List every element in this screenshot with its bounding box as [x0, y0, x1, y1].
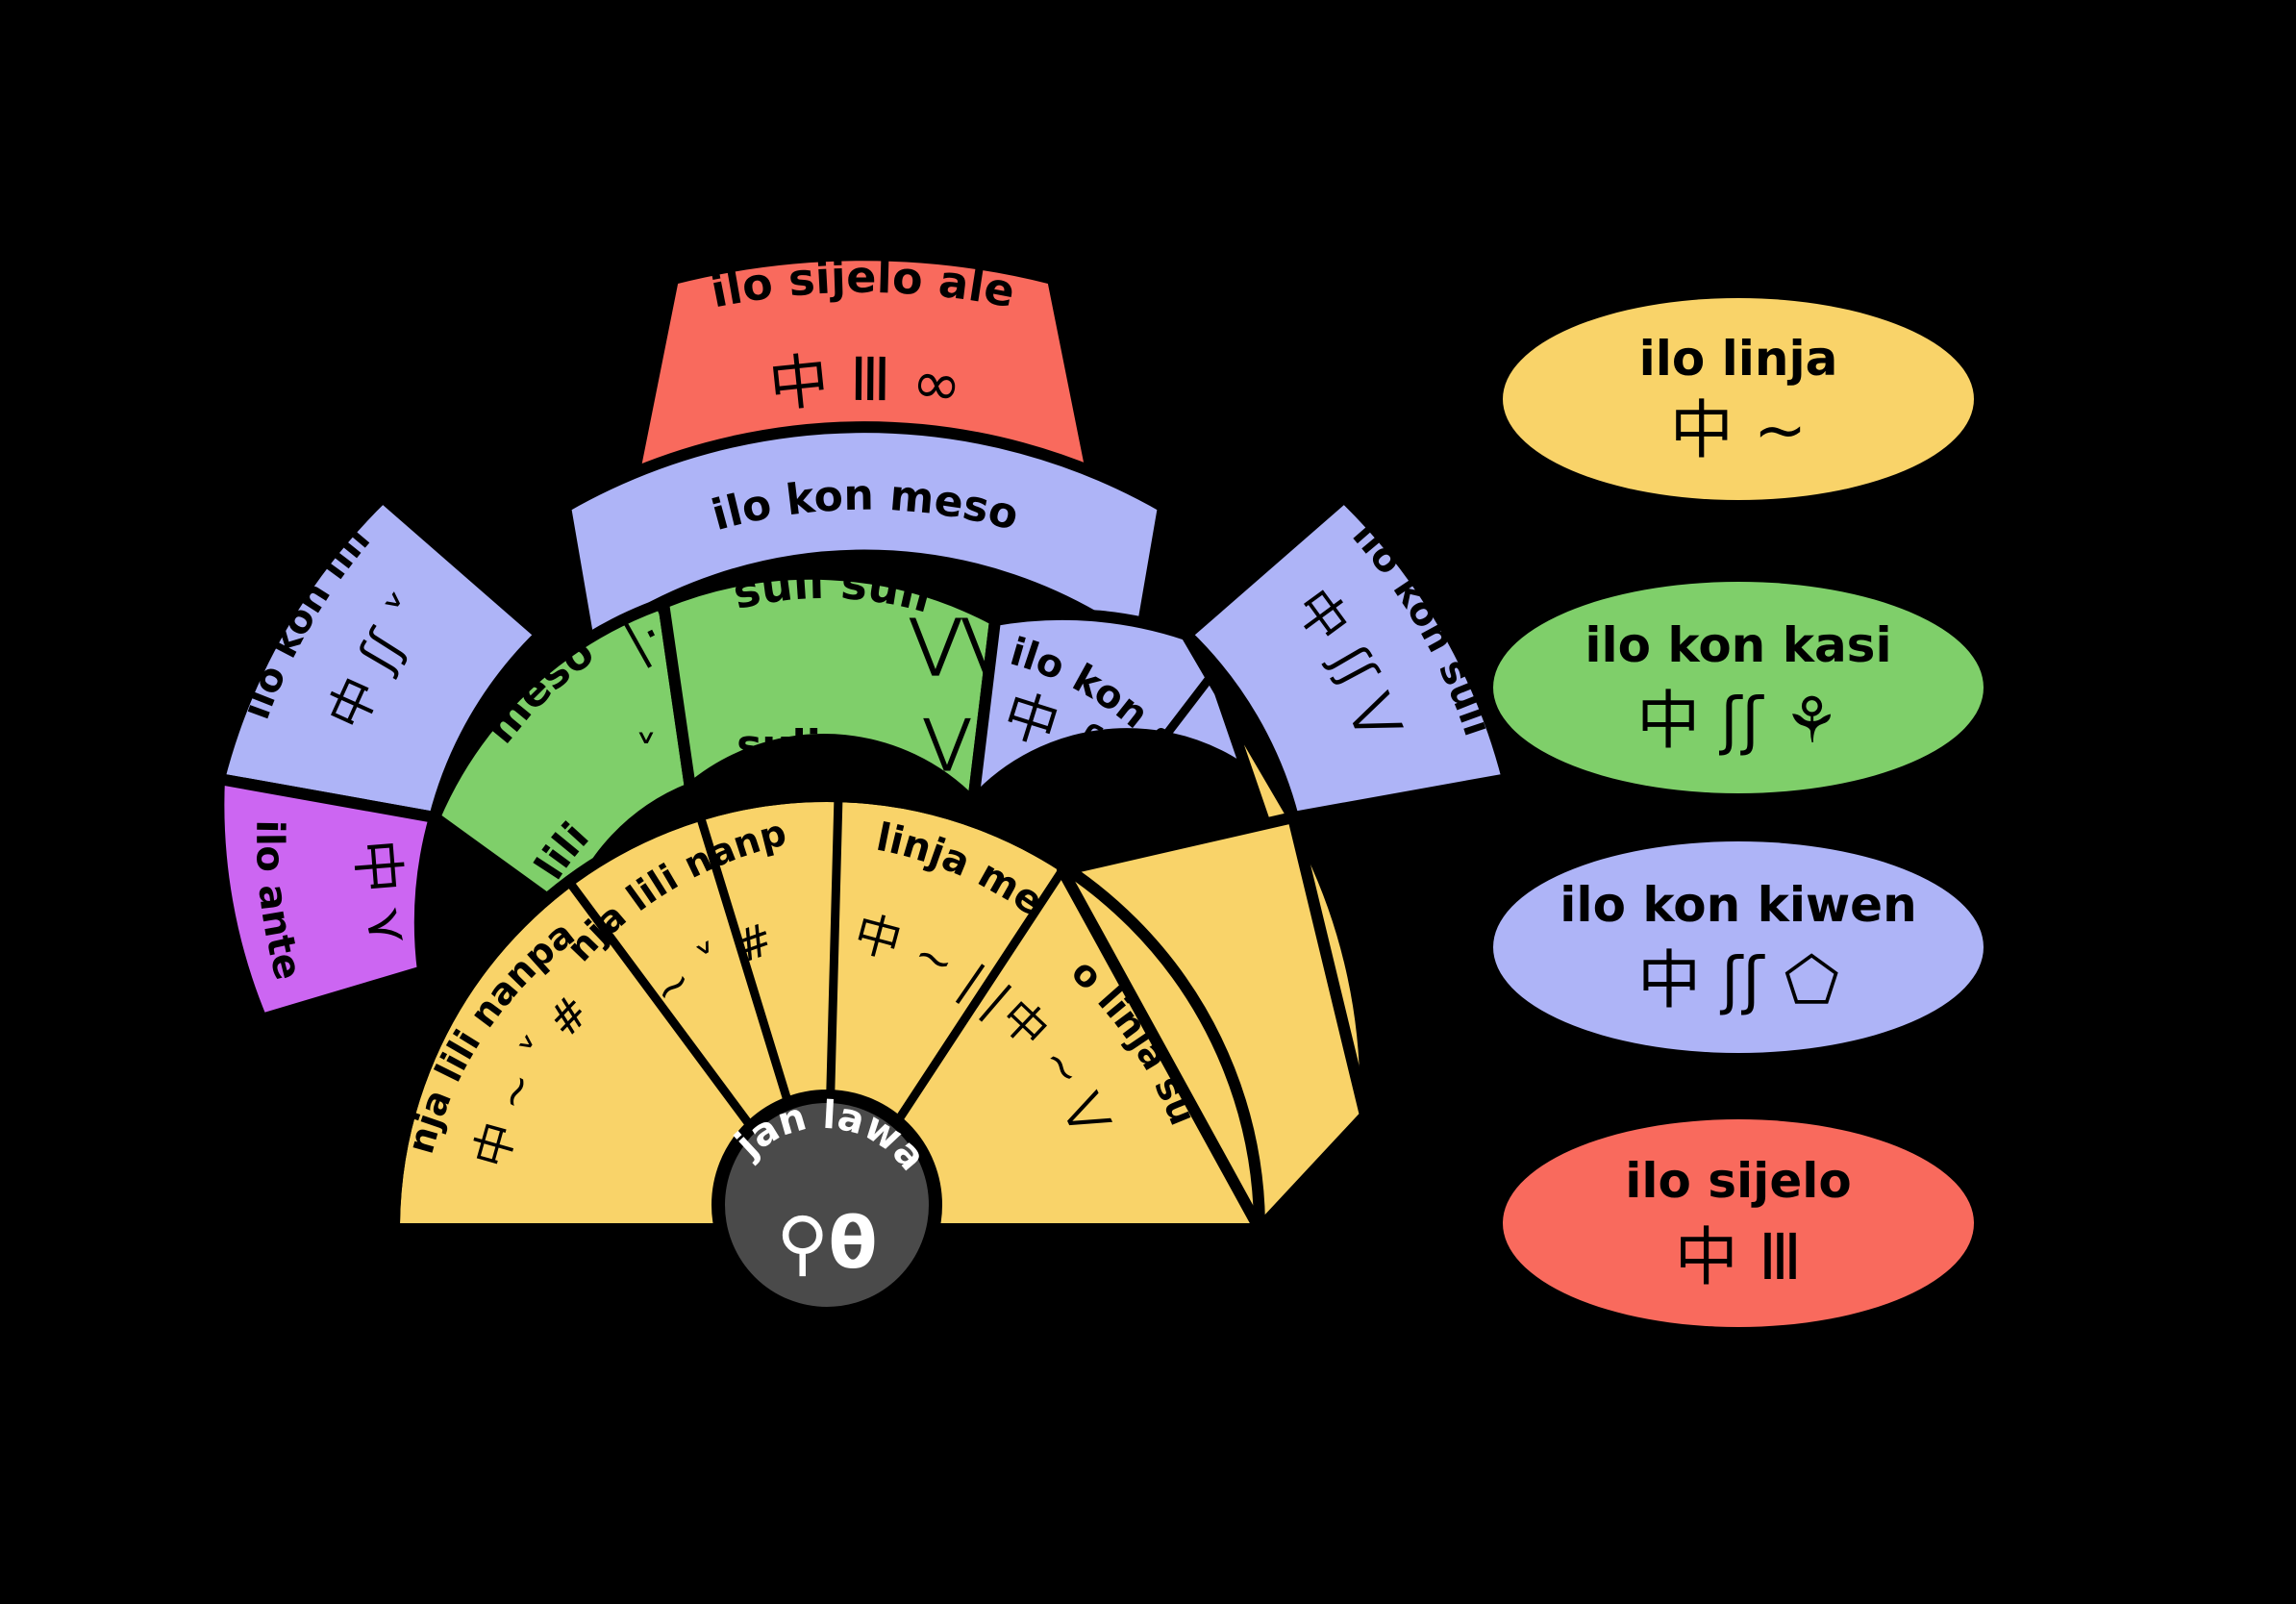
segment-row-glyphs: ⋁: [922, 707, 971, 774]
segment-row-label: suli: [736, 721, 821, 770]
inner-divider: [1058, 668, 1218, 875]
legend-glyphs: 中 ~: [1670, 393, 1807, 467]
inner-ring-outline: [387, 790, 1266, 1235]
segment-shape: [658, 567, 1001, 809]
legend-glyphs: 中 ʃʃ ⬠: [1637, 943, 1839, 1017]
hub-circle: [711, 1090, 942, 1320]
segment-suli-suli[interactable]: suli suli ⋁⋁ suli ⋁: [658, 557, 1014, 809]
hub-glyphs: ⚲θ: [776, 1202, 877, 1285]
legend-item-ilo-sijelo[interactable]: ilo sijelo 中 Ⅲ: [1503, 1119, 1974, 1327]
legend-label: ilo kon kiwen: [1560, 877, 1916, 933]
segment-shape: [213, 491, 546, 823]
legend-glyphs: 中 Ⅲ: [1675, 1220, 1802, 1294]
legend-label: ilo sijelo: [1625, 1153, 1851, 1209]
segment-row-glyphs: ˅: [635, 727, 658, 781]
legend-glyphs: 中 ʃʃ ⚘: [1636, 684, 1839, 758]
legend-item-ilo-kon-kiwen[interactable]: ilo kon kiwen 中 ʃʃ ⬠: [1493, 841, 1984, 1053]
legend-label: ilo linja: [1639, 331, 1838, 387]
legend-oval-shape: [1503, 298, 1974, 500]
segment-shape: [1181, 629, 1372, 1121]
segment-glyphs: 中 Ⅲ ∞: [765, 344, 965, 421]
legend-oval-shape: [1503, 1119, 1974, 1327]
legend-item-ilo-linja[interactable]: ilo linja 中 ~: [1503, 298, 1974, 500]
segment-ilo-kon-meso[interactable]: ilo kon meso: [560, 421, 1169, 652]
legend-label: ilo kon kasi: [1585, 617, 1891, 673]
segment-ilo-ante[interactable]: ilo ante 中 ⋎: [212, 773, 440, 1025]
segment-shape: [212, 773, 440, 1025]
legend-oval-shape: [1493, 582, 1984, 793]
segment-shape: [967, 608, 1299, 823]
legend-oval-shape: [1493, 841, 1984, 1053]
legend-item-ilo-kon-kasi[interactable]: ilo kon kasi 中 ʃʃ ⚘: [1493, 582, 1984, 793]
segment-shape: [1181, 491, 1513, 823]
hub[interactable]: jan lawa ⚲θ: [711, 1090, 942, 1320]
